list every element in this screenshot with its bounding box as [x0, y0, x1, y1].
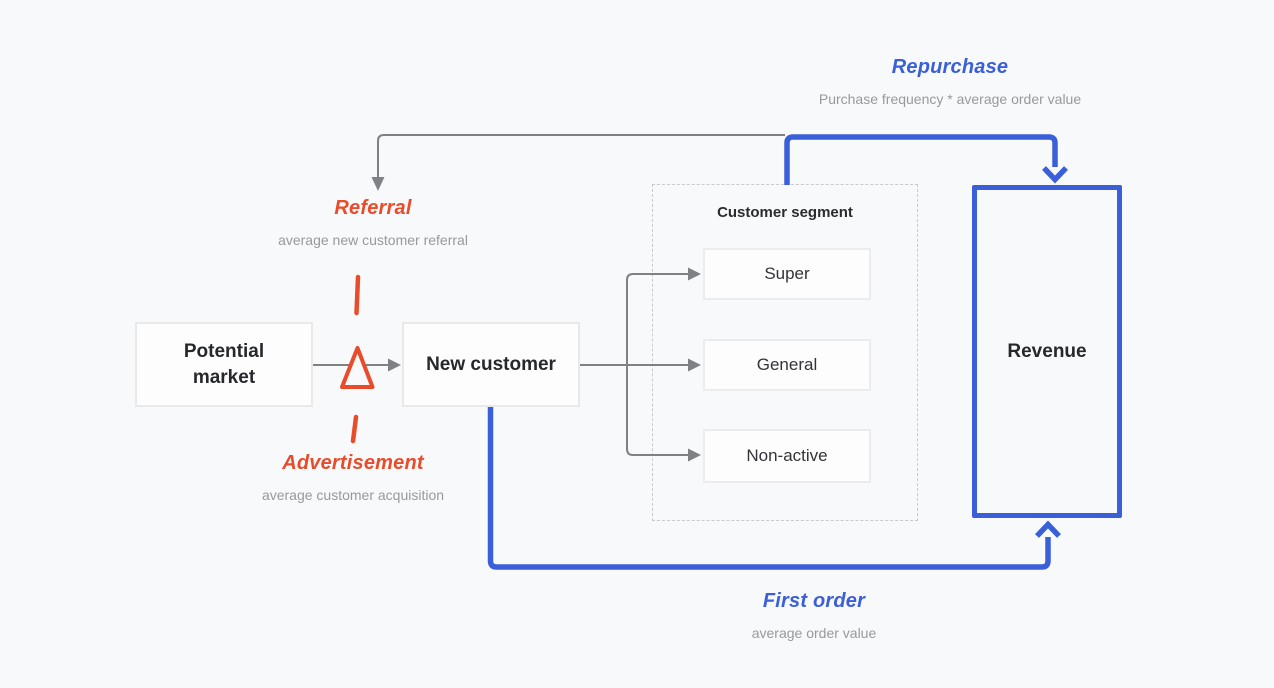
node-segment-nonactive-label: Non-active — [746, 446, 828, 465]
node-revenue: Revenue — [972, 185, 1122, 518]
node-segment-super-label: Super — [764, 264, 810, 283]
annotation-repurchase: Repurchase Purchase frequency * average … — [800, 56, 1100, 107]
red-dash-top — [354, 274, 361, 316]
repurchase-connector — [784, 134, 1058, 185]
referral-subtitle: average new customer referral — [278, 232, 468, 248]
node-segment-general: General — [703, 339, 871, 391]
referral-arrowhead-icon — [371, 177, 385, 191]
red-dash-bottom — [350, 414, 359, 444]
market-to-customer-arrowhead-icon — [388, 358, 401, 372]
node-segment-nonactive: Non-active — [703, 429, 871, 483]
segment-general-arrowhead-icon — [688, 358, 701, 372]
funnel-triangle-icon — [340, 346, 375, 389]
customer-to-segments-connector — [580, 273, 689, 456]
node-revenue-label: Revenue — [1007, 340, 1087, 362]
first-order-connector — [487, 406, 1051, 570]
advertisement-marks — [350, 274, 361, 444]
first-order-subtitle: average order value — [751, 625, 877, 641]
customer-segment-title: Customer segment — [717, 204, 853, 221]
repurchase-title: Repurchase — [891, 56, 1009, 78]
node-new-customer-label: New customer — [426, 353, 556, 375]
segment-super-arrowhead-icon — [688, 267, 701, 281]
node-potential-market: Potential market — [135, 322, 313, 407]
first-order-title: First order — [762, 590, 866, 612]
advertisement-subtitle: average customer acquisition — [261, 487, 445, 503]
first-order-arrowhead-icon — [1035, 520, 1061, 538]
repurchase-arrowhead-icon — [1042, 166, 1068, 184]
repurchase-subtitle: Purchase frequency * average order value — [818, 91, 1082, 107]
advertisement-title: Advertisement — [282, 452, 424, 474]
annotation-advertisement: Advertisement average customer acquisiti… — [243, 452, 463, 503]
segment-nonactive-arrowhead-icon — [688, 448, 701, 462]
node-segment-super: Super — [703, 248, 871, 300]
node-new-customer: New customer — [402, 322, 580, 407]
annotation-first-order: First order average order value — [704, 590, 924, 641]
referral-title: Referral — [334, 197, 412, 219]
referral-connector — [377, 134, 785, 178]
annotation-referral: Referral average new customer referral — [263, 197, 483, 248]
node-segment-general-label: General — [756, 355, 818, 374]
node-potential-market-label: Potential market — [183, 340, 265, 388]
